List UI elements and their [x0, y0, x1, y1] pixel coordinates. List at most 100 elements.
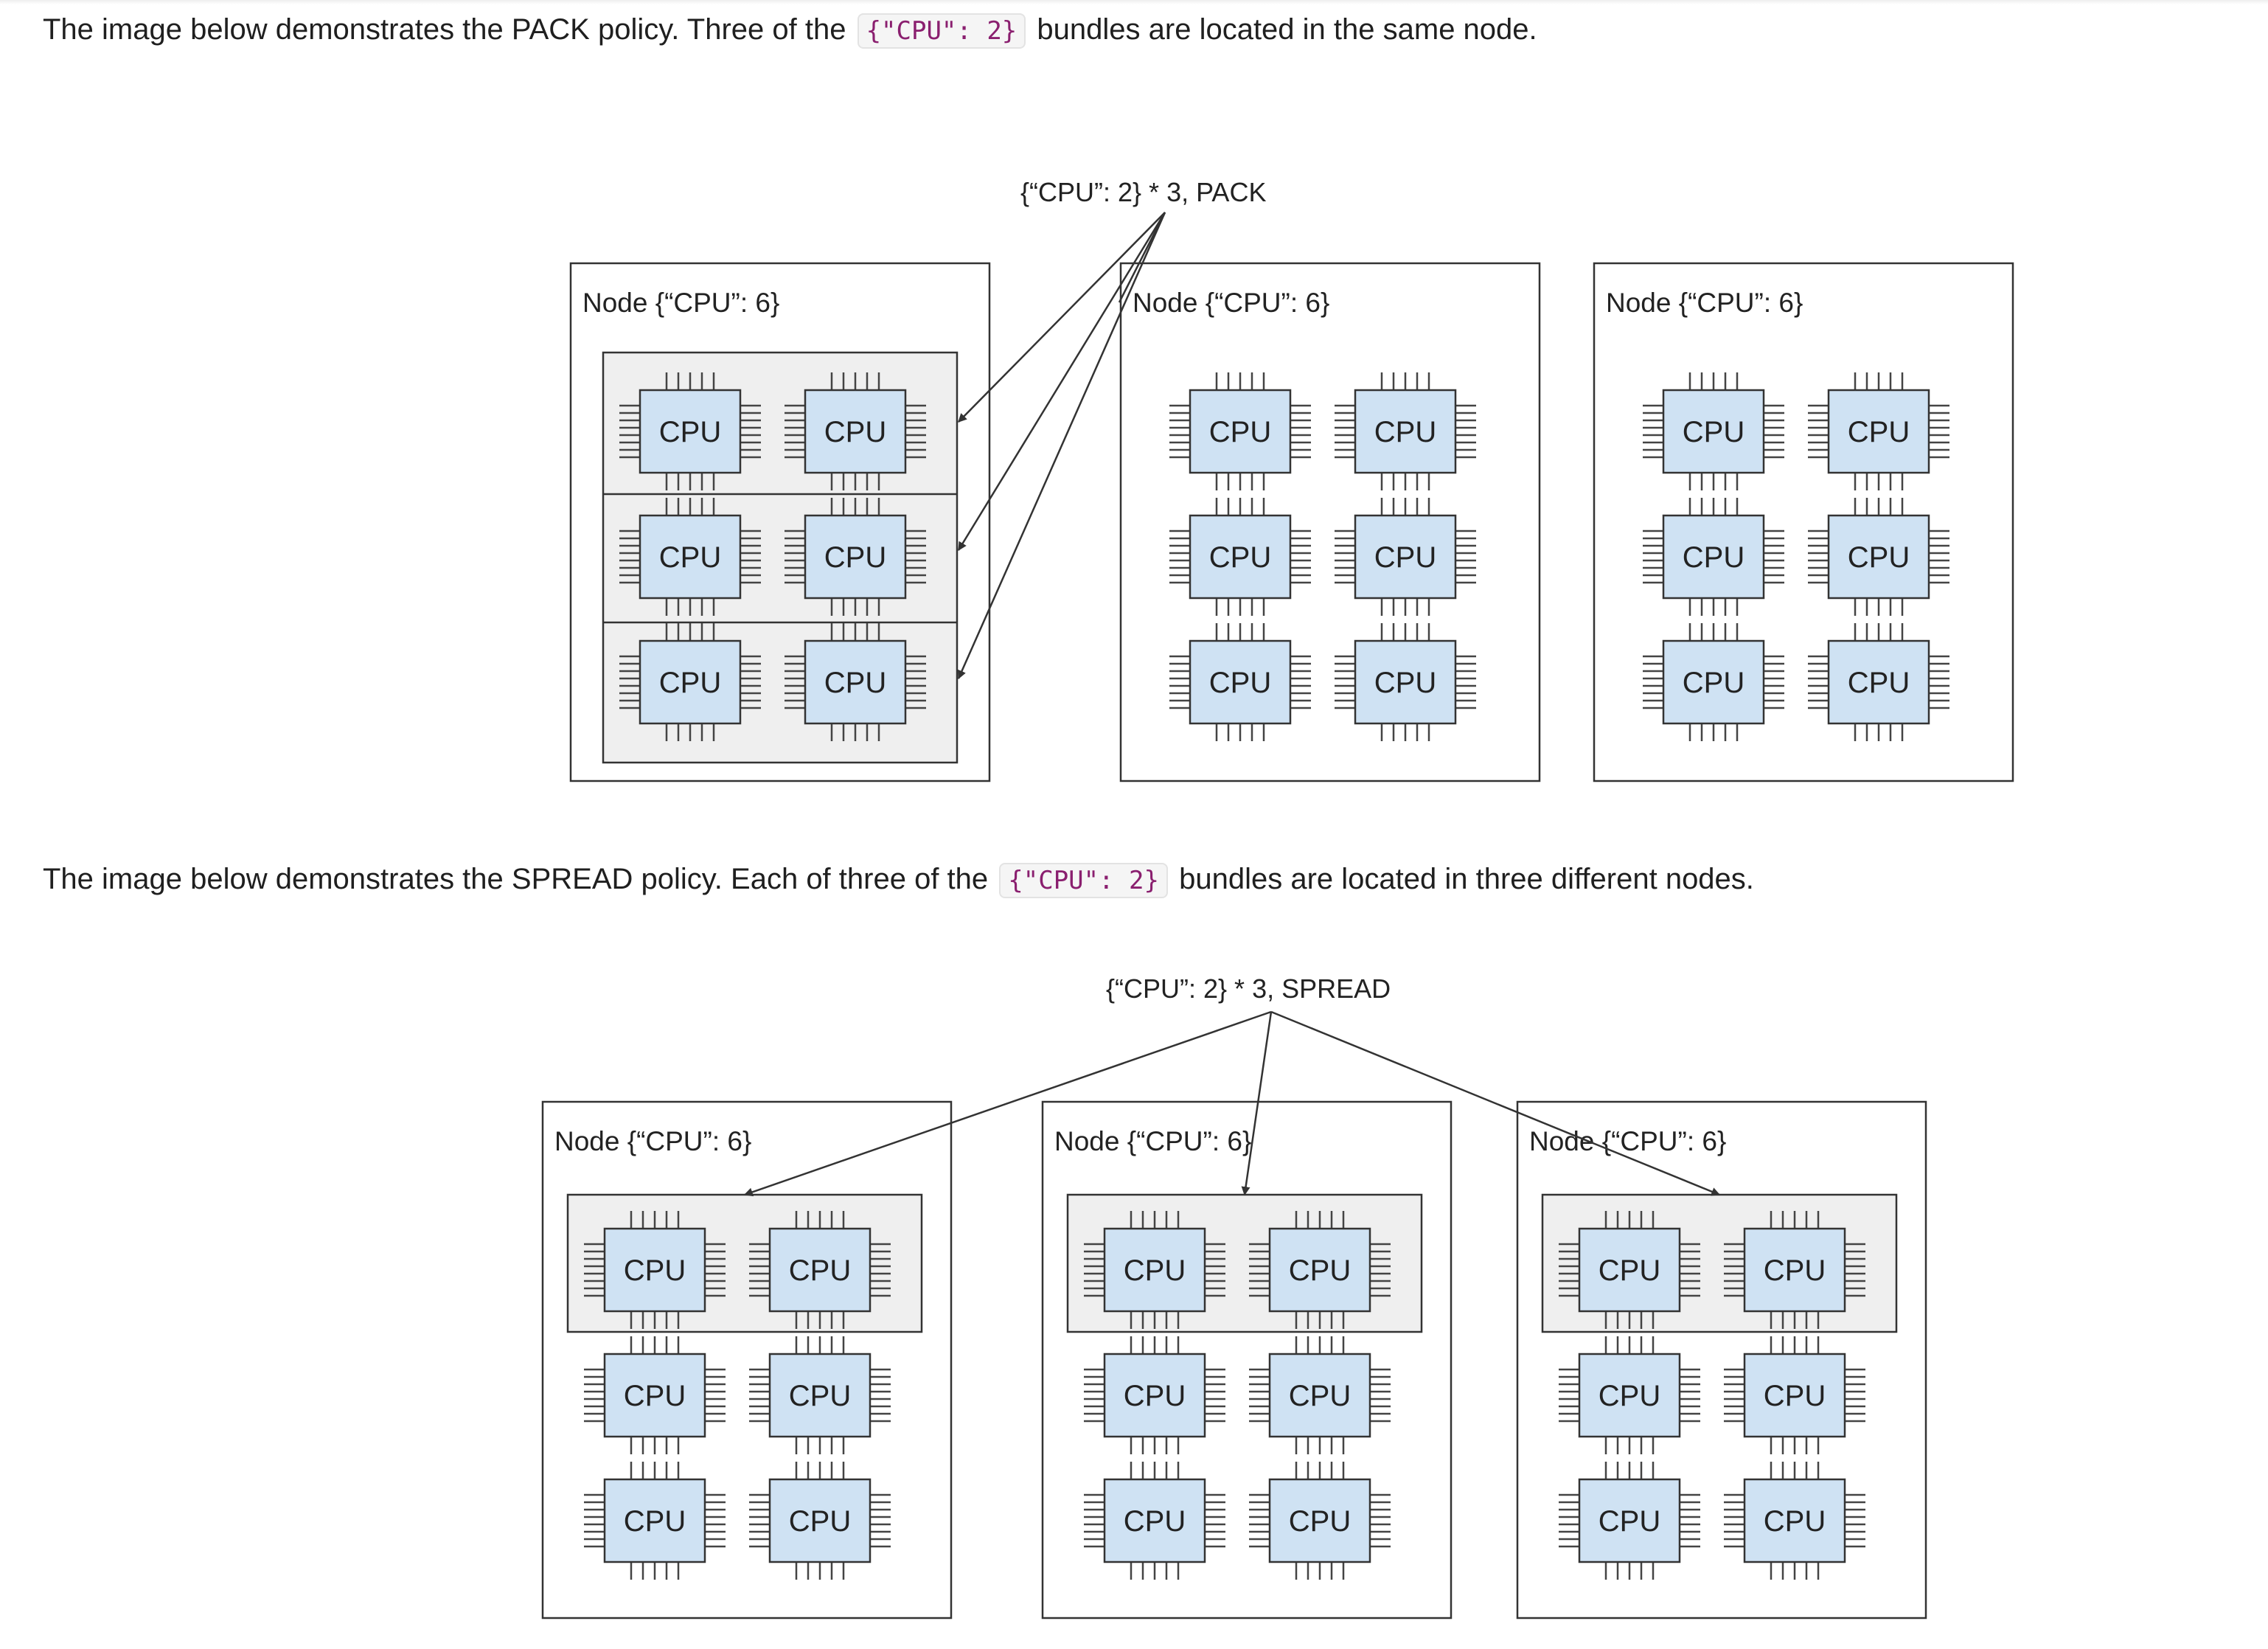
- cpu-label: CPU: [1209, 416, 1271, 448]
- cpu-pins: [1169, 372, 1311, 490]
- cpu-chip: CPU: [1724, 1462, 1865, 1580]
- cpu-label: CPU: [659, 541, 721, 574]
- cpu-pins: [1169, 623, 1311, 741]
- cpu-pins: [1084, 1211, 1225, 1329]
- cpu-chip: CPU: [749, 1336, 891, 1454]
- spread-text-before: The image below demonstrates the SPREAD …: [43, 863, 989, 895]
- cpu-pins: [1559, 1462, 1700, 1580]
- cpu-chip: CPU: [1559, 1336, 1700, 1454]
- cpu-chip: CPU: [1249, 1211, 1391, 1329]
- cpu-label: CPU: [1289, 1380, 1351, 1412]
- cpu-pins: [619, 623, 761, 741]
- cpu-chip: CPU: [749, 1211, 891, 1329]
- cpu-label: CPU: [1683, 667, 1745, 699]
- pack-description: The image below demonstrates the PACK po…: [43, 9, 1537, 52]
- cpu-body: [1827, 389, 1930, 474]
- cpu-label: CPU: [1289, 1254, 1351, 1287]
- cpu-label: CPU: [1764, 1254, 1826, 1287]
- cpu-label: CPU: [824, 667, 886, 699]
- cpu-label: CPU: [1764, 1505, 1826, 1538]
- cpu-label: CPU: [789, 1380, 851, 1412]
- cpu-pins: [1724, 1336, 1865, 1454]
- cpu-body: [1743, 1353, 1846, 1438]
- cpu-chip: CPU: [619, 623, 761, 741]
- cpu-pins: [1169, 498, 1311, 616]
- cpu-label: CPU: [1848, 667, 1910, 699]
- pack-text-after: bundles are located in the same node.: [1037, 13, 1537, 46]
- cpu-chip: CPU: [1169, 623, 1311, 741]
- cpu-pins: [749, 1462, 891, 1580]
- cpu-label: CPU: [1124, 1380, 1186, 1412]
- cpu-body: [1189, 389, 1292, 474]
- spread-arrow: [743, 1010, 1272, 1197]
- pack-arrow-tail: [1118, 212, 1166, 303]
- cpu-body: [1827, 639, 1930, 725]
- cpu-body: [1743, 1478, 1846, 1563]
- cpu-label: CPU: [624, 1254, 686, 1287]
- cpu-chip: CPU: [584, 1336, 726, 1454]
- cpu-chip: CPU: [1643, 372, 1784, 490]
- node-box: [1593, 262, 2014, 782]
- node-label: Node {“CPU”: 6}: [1606, 288, 1803, 318]
- node-label: Node {“CPU”: 6}: [1529, 1126, 1726, 1156]
- cpu-body: [1268, 1353, 1371, 1438]
- cpu-pins: [1808, 372, 1949, 490]
- cpu-label: CPU: [1599, 1380, 1660, 1412]
- cpu-label: CPU: [1683, 416, 1745, 448]
- cpu-body: [768, 1227, 872, 1313]
- cpu-chip: CPU: [1808, 623, 1949, 741]
- cpu-body: [804, 389, 907, 474]
- cpu-chip: CPU: [1724, 1336, 1865, 1454]
- cpu-body: [1103, 1353, 1206, 1438]
- cpu-chip: CPU: [619, 498, 761, 616]
- spread-description: The image below demonstrates the SPREAD …: [43, 858, 1754, 901]
- cpu-body: [1743, 1227, 1846, 1313]
- node-label: Node {“CPU”: 6}: [1054, 1126, 1251, 1156]
- cpu-pins: [1643, 623, 1784, 741]
- cpu-chip: CPU: [785, 623, 926, 741]
- cpu-pins: [749, 1336, 891, 1454]
- cpu-pins: [1559, 1211, 1700, 1329]
- cpu-pins: [1335, 372, 1476, 490]
- cpu-chip: CPU: [1084, 1211, 1225, 1329]
- node-box: [1119, 262, 1541, 782]
- cpu-label: CPU: [624, 1505, 686, 1538]
- cpu-chip: CPU: [785, 498, 926, 616]
- pack-text-before: The image below demonstrates the PACK po…: [43, 13, 846, 46]
- cpu-label: CPU: [659, 667, 721, 699]
- cpu-chip: CPU: [1335, 498, 1476, 616]
- cpu-body: [1578, 1227, 1681, 1313]
- cpu-body: [768, 1478, 872, 1563]
- cpu-body: [768, 1353, 872, 1438]
- cpu-chip: CPU: [1169, 498, 1311, 616]
- cpu-pins: [584, 1336, 726, 1454]
- cpu-pins: [1643, 498, 1784, 616]
- cpu-label: CPU: [1124, 1254, 1186, 1287]
- cpu-body: [1354, 389, 1457, 474]
- cpu-chip: CPU: [1643, 498, 1784, 616]
- spread-diagram: {“CPU”: 2} * 3, SPREAD Node {“CPU”: 6}CP…: [541, 973, 1927, 1620]
- cpu-label: CPU: [1289, 1505, 1351, 1538]
- cpu-chip: CPU: [1249, 1462, 1391, 1580]
- cpu-label: CPU: [1374, 416, 1436, 448]
- cpu-pins: [1084, 1462, 1225, 1580]
- cpu-pins: [1724, 1211, 1865, 1329]
- cpu-chip: CPU: [1643, 623, 1784, 741]
- cpu-body: [804, 514, 907, 600]
- cpu-pins: [749, 1211, 891, 1329]
- cpu-label: CPU: [1848, 541, 1910, 574]
- node-label: Node {“CPU”: 6}: [582, 288, 779, 318]
- spread-text-after: bundles are located in three different n…: [1179, 863, 1754, 895]
- cpu-chip: CPU: [1084, 1462, 1225, 1580]
- cpu-pins: [785, 623, 926, 741]
- cpu-label: CPU: [1683, 541, 1745, 574]
- node-label: Node {“CPU”: 6}: [1133, 288, 1329, 318]
- cpu-label: CPU: [1374, 541, 1436, 574]
- top-divider: [0, 0, 2268, 4]
- cpu-label: CPU: [1124, 1505, 1186, 1538]
- cpu-pins: [584, 1462, 726, 1580]
- cpu-pins: [1643, 372, 1784, 490]
